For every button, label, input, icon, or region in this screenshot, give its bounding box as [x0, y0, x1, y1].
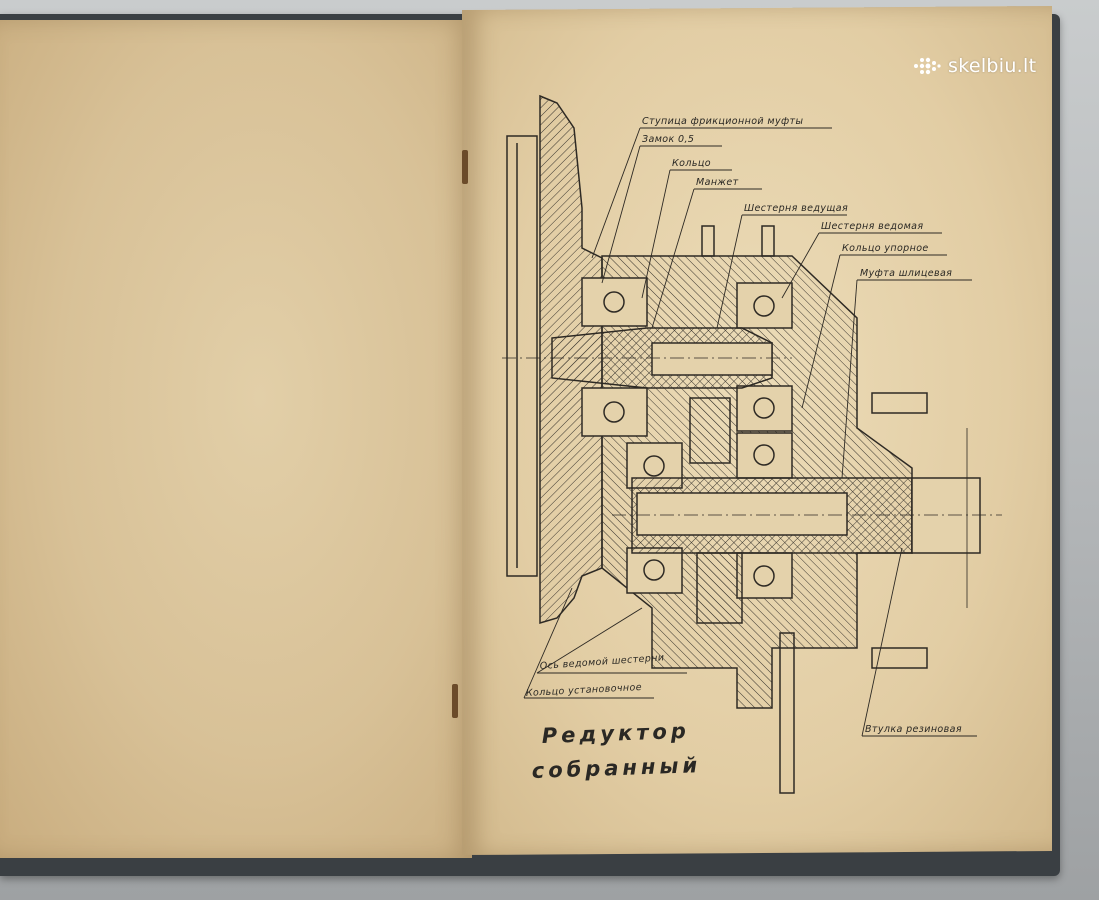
label-spline-coupling: Муфта шлицевая: [860, 268, 952, 279]
label-rubber-sleeve: Втулка резиновая: [865, 724, 962, 735]
label-ring: Кольцо: [672, 158, 711, 169]
gearbox-drawing: Ступица фрикционной муфты Замок 0,5 Коль…: [502, 94, 1002, 794]
housing-outline: [502, 94, 1002, 794]
title-line-2: собранный: [531, 753, 701, 783]
left-page: [0, 20, 472, 858]
title-line-1: Редуктор: [541, 719, 690, 748]
label-driven-gear: Шестерня ведомая: [821, 221, 924, 232]
label-adjust-ring: Кольцо установочное: [526, 682, 643, 699]
label-driven-axle: Ось ведомой шестерни: [539, 652, 664, 672]
watermark: skelbiu.lt: [912, 54, 1036, 78]
label-thrust-ring: Кольцо упорное: [842, 243, 929, 254]
label-lock: Замок 0,5: [642, 134, 694, 145]
staple-bottom: [452, 684, 458, 718]
label-cuff: Манжет: [696, 177, 739, 188]
label-flange: Ступица фрикционной муфты: [642, 116, 803, 127]
label-drive-gear: Шестерня ведущая: [744, 203, 848, 214]
leader-lines: [523, 127, 977, 737]
drawing-title: Редуктор собранный: [531, 719, 701, 783]
staple-top: [462, 150, 468, 184]
watermark-text: skelbiu.lt: [948, 55, 1037, 77]
dots-logo-icon: [914, 57, 941, 75]
